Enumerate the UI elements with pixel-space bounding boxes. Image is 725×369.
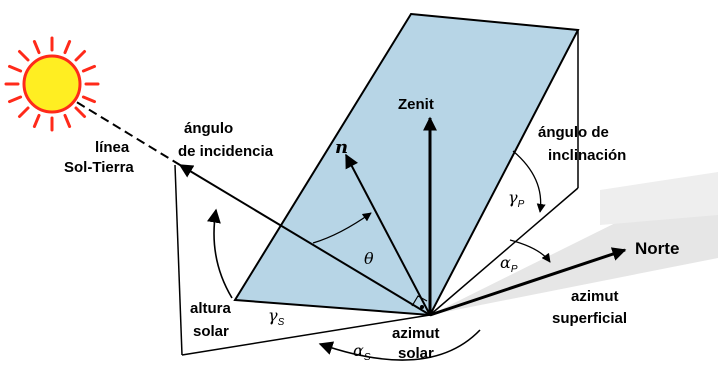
incidence-label-2: de incidencia xyxy=(178,143,274,160)
solar-azimuth-arc xyxy=(318,329,481,361)
gamma-p-arc xyxy=(512,150,546,213)
sun-ray xyxy=(8,95,23,104)
solar-altitude-arc xyxy=(207,208,233,299)
panel-projection-line xyxy=(429,187,579,316)
ground-line-left xyxy=(181,314,431,356)
sun-ray xyxy=(81,95,96,104)
theta-arc xyxy=(312,212,372,244)
sun-ray xyxy=(74,50,86,62)
sun-line-dashed xyxy=(64,94,181,166)
zenith-label: Zenit xyxy=(398,96,434,113)
alpha-s-symbol: αS xyxy=(353,341,371,363)
sun-ray xyxy=(18,106,30,118)
incidence-label-1: ángulo xyxy=(184,120,233,137)
alpha-p-symbol: αP xyxy=(500,253,518,275)
normal-symbol: n xyxy=(335,137,348,158)
north-label: Norte xyxy=(635,239,679,258)
normal-arrow xyxy=(345,153,431,316)
right-angle-marker xyxy=(411,295,428,307)
gamma-s-symbol: γS xyxy=(268,306,285,328)
surface-azimuth-label-1: azimut xyxy=(571,288,619,305)
sun-ray xyxy=(32,40,41,55)
solar-altitude-label-1: altura xyxy=(190,300,232,317)
sun-icon xyxy=(4,36,100,132)
sun-ray xyxy=(8,64,23,73)
sun-ray xyxy=(74,106,86,118)
sun-ray xyxy=(81,64,96,73)
sun-earth-line xyxy=(178,164,431,316)
tilt-label-1: ángulo de xyxy=(538,124,609,141)
sun-ray xyxy=(32,113,41,128)
north-arrow xyxy=(429,247,627,317)
ground-shade-back xyxy=(600,172,718,225)
gamma-p-symbol: γP xyxy=(508,188,525,210)
surface-azimuth-label-2: superficial xyxy=(552,310,627,327)
base-dot xyxy=(420,305,424,309)
alpha-p-arc xyxy=(509,239,551,263)
solar-altitude-label-2: solar xyxy=(193,323,229,340)
sun-ray xyxy=(63,113,72,128)
sun-line-label-1: línea xyxy=(95,139,130,156)
sun-ray xyxy=(18,50,30,62)
sun-ray xyxy=(63,40,72,55)
solar-azimuth-label-2: solar xyxy=(398,345,434,362)
sun-vertical-drop xyxy=(174,164,183,356)
solar-azimuth-label-1: azimut xyxy=(392,325,440,342)
sun-line-label-2: Sol-Tierra xyxy=(64,159,134,176)
tilt-label-2: inclinación xyxy=(548,147,626,164)
theta-symbol: θ xyxy=(364,249,374,268)
